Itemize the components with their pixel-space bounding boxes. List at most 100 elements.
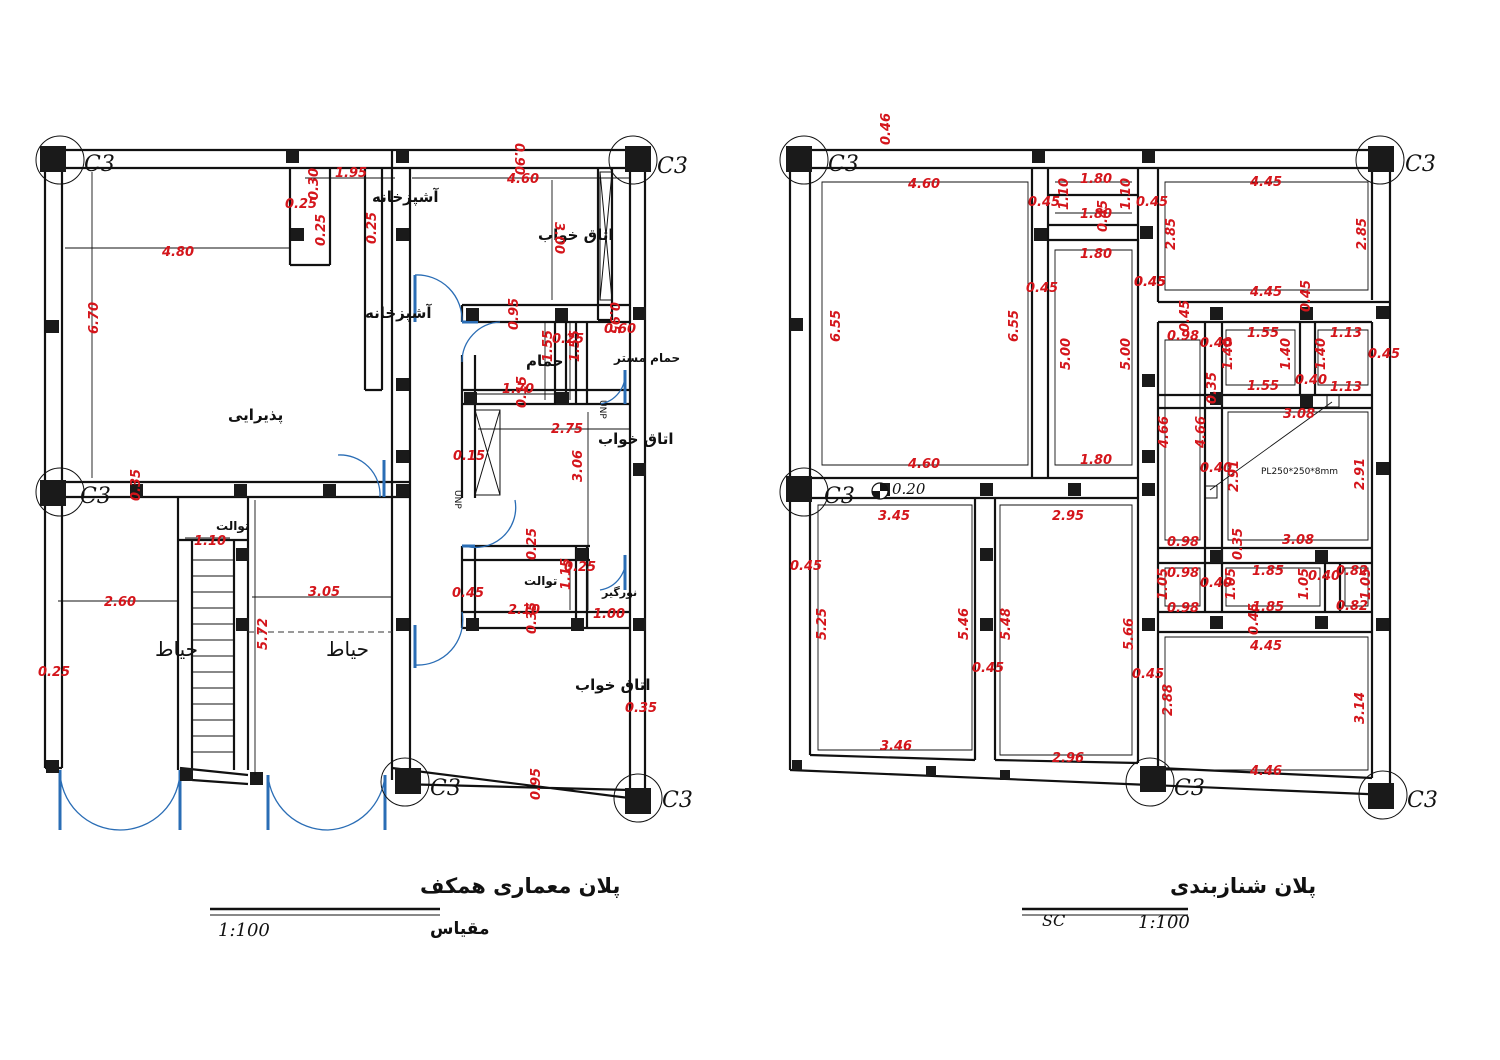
room-label-toilet: توالت [216,519,249,534]
column-c3 [786,476,812,502]
room-label-kitchen: آشپزخانه [365,304,432,323]
dimension-value: 2.88 [1161,684,1176,716]
scale-value: 1:100 [1138,912,1190,933]
dimension-value: 1.55 [568,330,583,362]
column [1315,616,1328,629]
dimension-value: 0.35 [525,602,540,634]
dimension-value: 0.40 [1308,569,1340,584]
level-marker: 0.20 PL250*250*8mm [871,467,1338,500]
dimension-value: 1.55 [1247,379,1279,394]
dimension-value: 2.95 [1052,509,1084,524]
dimension-value: 2.10 [508,603,540,618]
column [236,548,249,561]
dimension-value: 1.05 [1297,568,1312,600]
dimension-value: 6.70 [87,302,102,334]
dimension-value: 3.05 [308,585,340,600]
dimension-value: 4.60 [506,172,539,187]
unp-label: UNP [597,400,607,419]
column [1142,483,1155,496]
axis-markers: C3 C3 C3 C3 C3 [35,135,693,823]
dimension-value: 0.46 [879,113,894,145]
column [980,618,993,631]
column [1142,374,1155,387]
dimension-value: 0.98 [1167,601,1199,616]
column [1140,226,1153,239]
scale-value: 1:100 [218,920,270,941]
dimension-value: 0.25 [314,214,329,246]
column [1210,392,1223,405]
column [1142,150,1155,163]
dimension-value: 0.25 [285,197,317,212]
dimension-value: 1.13 [1330,380,1362,395]
room-label-bath: حمام [526,352,564,370]
dimension-value: 5.72 [256,618,271,650]
room-label-bedroom: اتاق خواب [538,226,613,244]
dimension-value: 0.95 [507,298,522,330]
column [792,760,802,770]
dimension-value: 0.45 [1247,603,1262,635]
column-c3 [625,146,651,172]
shaft-x [474,171,613,496]
stairs [192,559,234,753]
dimension-lines [58,172,630,775]
dimension-value: 0.45 [1299,280,1314,312]
dimension-value: 4.60 [907,457,940,472]
axis-label: C3 [824,484,855,509]
dimension-value: 0.45 [452,586,484,601]
column-c3 [625,788,651,814]
dimension-value: 0.40 [1295,373,1327,388]
doors [58,274,627,831]
interior-walls [62,150,630,786]
dimension-value: 3.45 [878,509,910,524]
column [980,483,993,496]
dimension-value: 3.06 [571,450,586,482]
dimension-value: 0.25 [552,332,584,347]
column [1210,307,1223,320]
dimension-value: 1.55 [1247,326,1279,341]
column [1142,618,1155,631]
dimension-value: 0.45 [1134,275,1166,290]
room-label-bedroom: اتاق خواب [598,430,673,448]
column [234,484,247,497]
column [1210,616,1223,629]
plate-label: PL250*250*8mm [1261,467,1338,477]
room-label-yard: حیاط [155,637,198,661]
dimension-value: 3.14 [1353,692,1368,724]
column [1376,306,1389,319]
dimension-value: 1.10 [194,534,226,549]
axis-label: C3 [657,154,688,179]
dimension-value: 0.35 [129,469,144,501]
dimension-value: 1.00 [593,607,625,622]
dimension-value: 4.46 [1249,764,1282,779]
axis-markers: C3 C3 C3 C3 C3 [779,135,1438,820]
axis-label: C3 [828,152,859,177]
dimension-value: 5.48 [999,608,1014,640]
column [396,150,409,163]
axis-label: C3 [1407,788,1438,813]
columns [40,146,651,814]
title-block-architectural: پلان معماری همکف 1:100 مقیاس [210,874,620,941]
dimension-value: 4.45 [1249,175,1282,190]
axis-label: C3 [84,152,115,177]
dimension-value: 0.25 [38,665,70,680]
column [46,320,59,333]
dimension-value: 0.25 [365,212,380,244]
dimension-value: 1.55 [541,330,556,362]
architectural-plan: C3 C3 C3 C3 C3 آشپزخانه آشپزخانه اتاق خو… [35,135,693,941]
dimension-value: 0.45 [1026,281,1058,296]
column [1300,307,1313,320]
dimension-value: 6.55 [829,310,844,342]
dimension-value: 0.45 [1136,195,1168,210]
dimension-value: 0.98 [1167,329,1199,344]
column [130,484,143,497]
dimension-value: 2.85 [1355,218,1370,250]
dimension-value: 2.91 [1353,458,1368,490]
dimension-value: 1.13 [1330,326,1362,341]
column [633,618,646,631]
dimension-value: 2.96 [1052,751,1084,766]
room-label-master-bath: حمام مستر [613,351,680,366]
column [576,548,589,561]
axis-label: C3 [1174,776,1205,801]
dimension-values: 0.46 4.60 1.80 1.10 1.10 0.45 0.45 1.80 … [790,113,1400,779]
